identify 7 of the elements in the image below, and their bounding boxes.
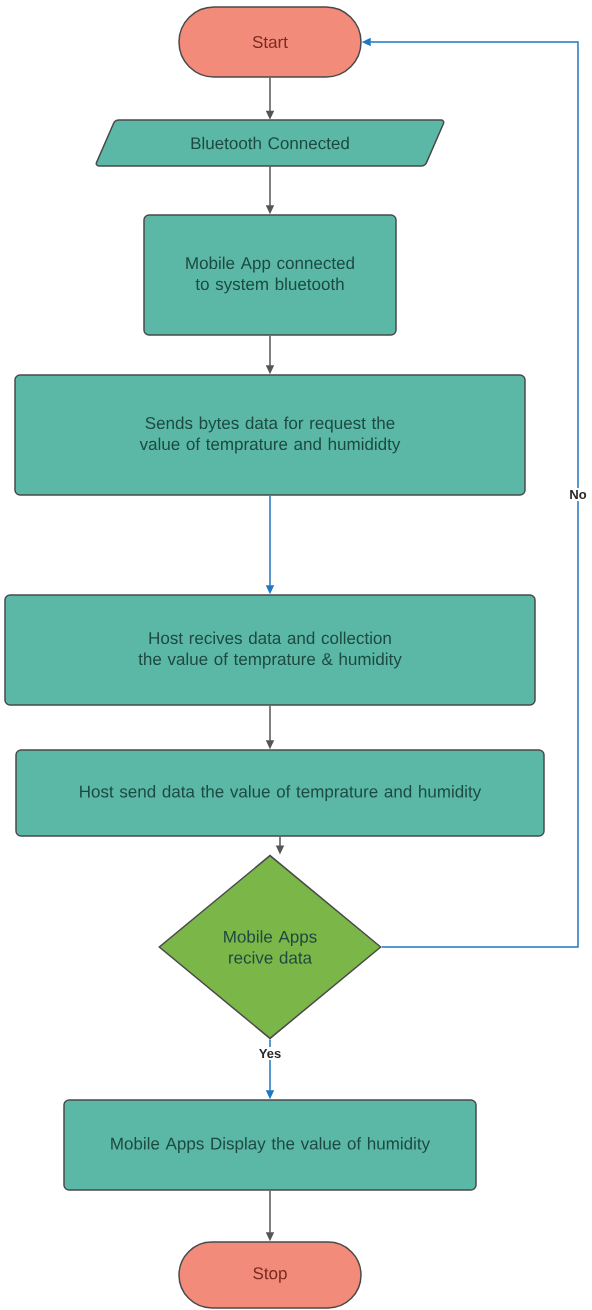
process-box: Mobile Apps Display the value of humidity bbox=[63, 1099, 477, 1191]
process-box: Sends bytes data for request the value of temprature and humididty bbox=[14, 374, 526, 496]
terminal-oval: Stop bbox=[178, 1241, 362, 1309]
process-box: Host recives data and collection the value of temprature & humidity bbox=[4, 594, 536, 706]
input-parallelogram: Bluetooth Connected bbox=[95, 119, 445, 167]
process-box: Mobile App connected to system bluetooth bbox=[143, 214, 397, 336]
process-box: Host send data the value of temprature and humidity bbox=[15, 749, 545, 837]
